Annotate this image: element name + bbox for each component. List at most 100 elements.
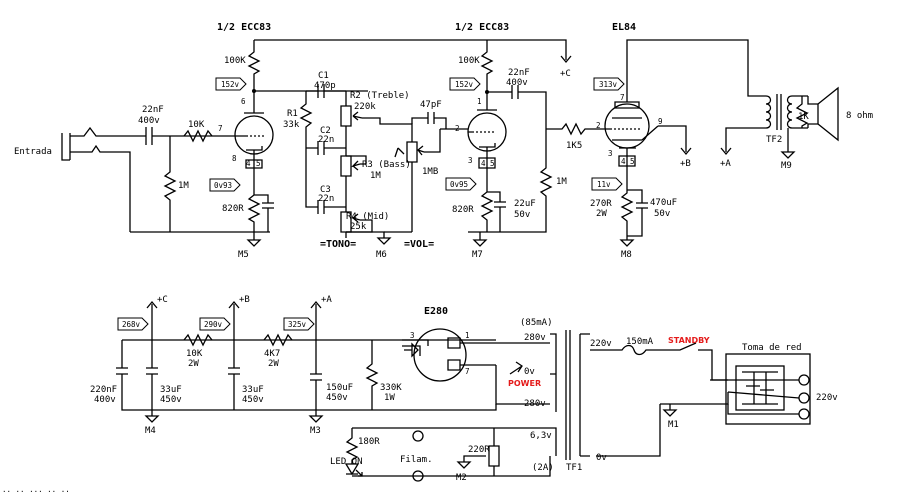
mains-neutral-wire (596, 392, 729, 457)
coupling-cap-v1b (487, 85, 547, 160)
el84-pin-9: 9 (658, 117, 663, 126)
output-resistor-1k (795, 96, 809, 128)
el84-plate-wire (626, 39, 760, 97)
voltage-tag-268: 268v (117, 317, 149, 331)
voltage-tag-093: 0v93 (209, 178, 241, 192)
node-plus-c-supply: +C (157, 295, 168, 305)
voltage-tag-152-a: 152v (215, 77, 247, 91)
current-85ma: (85mA) (520, 318, 553, 328)
grid-resistor-10k (183, 129, 213, 143)
mains-voltage: 220v (816, 393, 838, 403)
cin-voltage: 400v (138, 116, 160, 126)
cap-33uf-b (228, 340, 240, 410)
input-capacitor (138, 127, 240, 145)
volpot-value: 1MB (422, 167, 438, 177)
svg-text:268v: 268v (122, 320, 141, 329)
node-plus-a-top: +A (720, 159, 731, 169)
cap-220nf (116, 340, 346, 411)
tube-v1b (467, 92, 507, 175)
svg-text:325v: 325v (288, 320, 307, 329)
c33a-voltage: 450v (160, 395, 182, 405)
hv-wire-bottom (495, 365, 550, 405)
tube-label-el84: EL84 (612, 22, 636, 33)
tone-c1 (306, 84, 346, 98)
tone-c2 (317, 141, 346, 155)
ck2-value: 22uF (514, 199, 536, 209)
pin-2: 2 (455, 124, 460, 133)
standby-label: STANDBY (668, 336, 710, 345)
fuse-value: 150mA (626, 337, 654, 347)
ground-m1: M1 (668, 420, 679, 430)
rect-pin-1: 1 (465, 331, 470, 340)
node-plus-b-supply: +B (239, 295, 250, 305)
supply-return-wire (346, 404, 497, 411)
filament-label: Filam. (400, 455, 433, 465)
c220n-value: 220nF (90, 385, 117, 395)
output-transformer (725, 94, 808, 152)
r330k-value: 330K (380, 383, 402, 393)
supply-arrows (146, 300, 322, 340)
mains-fuse (590, 344, 670, 356)
ground-m2: M2 (456, 473, 467, 483)
rk1-value: 820R (222, 204, 244, 214)
r4-name: R4 (Mid) (346, 212, 389, 222)
ccouple-voltage: 400v (506, 78, 528, 88)
hv-280-top: 280v (524, 333, 546, 343)
rk3-value: 270R (590, 199, 612, 209)
tone-c3 (317, 200, 346, 214)
plate-resistor-v1b (480, 40, 494, 94)
mains-socket (710, 353, 811, 425)
r10k-power: 2W (188, 359, 199, 369)
cathode-network-el84 (619, 180, 648, 247)
r3-name: R3 (Bass) (362, 160, 411, 170)
r4-value: 25k (350, 222, 367, 232)
svg-text:0v93: 0v93 (214, 181, 232, 190)
c150-value: 150uF (326, 383, 353, 393)
pin-7: 7 (218, 124, 223, 133)
tone-r1 (299, 91, 318, 208)
c2-value: 22n (318, 135, 334, 145)
el84-heater-pins: 4 5 (621, 157, 635, 166)
input-jack (61, 126, 138, 232)
heater-6v3: 6,3v (530, 431, 552, 441)
ground-symbol-m1 (662, 404, 678, 417)
heater-pins-v1a-b: 5 (256, 159, 261, 168)
plate-resistor-v1a (247, 40, 261, 93)
power-label: POWER (508, 379, 541, 388)
corner-footnote: ·· ·· ··· ·· ·· (2, 487, 70, 496)
supply-c-arrow (560, 55, 572, 64)
supply-a-arrow-top (720, 147, 732, 156)
ground-m8: M8 (621, 250, 632, 260)
rtf2-value: 1K (798, 112, 809, 122)
ground-m5: M5 (238, 250, 249, 260)
tube-label-v1b: 1/2 ECC83 (455, 22, 509, 33)
r180-value: 180R (358, 437, 380, 447)
ground-symbol-m9 (780, 151, 796, 159)
resistor-330k-1w (365, 340, 379, 410)
tube-el84 (604, 90, 659, 180)
filament-circuit (345, 427, 551, 482)
ground-m4: M4 (145, 426, 156, 436)
leak-resistor-1m (163, 136, 177, 232)
tube-label-e280: E280 (424, 306, 448, 317)
ck3-value: 470uF (650, 198, 677, 208)
cap-47pf (411, 112, 447, 129)
leak-resistor-stage2 (468, 160, 553, 233)
tf2-label: TF2 (766, 135, 782, 145)
c33b-voltage: 450v (242, 395, 264, 405)
c150-voltage: 450v (326, 393, 348, 403)
hv-280-bottom: 280v (524, 399, 546, 409)
c220n-voltage: 400v (94, 395, 116, 405)
voltage-tag-152-b: 152v (449, 77, 481, 91)
r2-name: R2 (Treble) (350, 91, 410, 101)
resistor-10k-2w (183, 333, 213, 347)
svg-text:313v: 313v (599, 80, 618, 89)
svg-text:11v: 11v (597, 180, 611, 189)
rleak2-value: 1M (556, 177, 567, 187)
led-label: LED ON (330, 457, 363, 467)
heater-pins-v1b: 4 (481, 159, 486, 168)
svg-text:0v95: 0v95 (450, 180, 468, 189)
voltage-tag-313: 313v (593, 77, 625, 91)
el84-pin-7: 7 (620, 93, 625, 102)
